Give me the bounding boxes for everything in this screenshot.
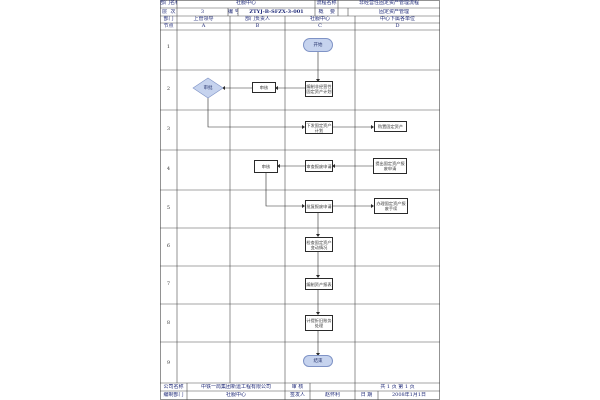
check-change-box: 检查固定资产变动情况: [305, 237, 333, 252]
lane-dept-label: 部门: [163, 16, 174, 22]
edit-plan-box: 编制非经营性固定资产计划: [305, 81, 333, 97]
editor-dept-value: 社服中心: [225, 392, 246, 398]
col-a: A: [201, 23, 206, 29]
version-label: 层: [161, 9, 167, 15]
page-total: 1: [386, 384, 391, 390]
review-b4-box: 审核: [254, 160, 278, 173]
page-current: 1: [404, 384, 409, 390]
approver-value: 赵怀利: [324, 392, 340, 398]
code-label: 编 号: [228, 9, 238, 15]
grid-lines: [160, 0, 440, 400]
page-text-a: 共: [380, 384, 386, 390]
row-number: 7: [166, 281, 171, 287]
plan-finance-box: 计提折旧账务处理: [305, 315, 333, 331]
issue-plan-box: 下发固定资产计划: [305, 121, 333, 134]
review-b2-box: 审核: [252, 82, 276, 93]
row-number: 8: [166, 320, 171, 326]
row-number: 4: [166, 166, 171, 172]
lane-a-dept: 上管领导: [193, 16, 214, 22]
reviewer-label: 审 核: [291, 384, 304, 390]
overview-label: 概: [318, 9, 324, 15]
code-value: ZTYJ-B-SFZX-3-001: [249, 9, 304, 15]
overview-sep: 要: [329, 9, 335, 15]
dept-value: 社服中心: [235, 0, 256, 6]
submit-apply-box: 提出固定资产报废申请: [373, 158, 407, 174]
date-label: 日 期: [360, 392, 373, 398]
row-number: 2: [166, 86, 171, 92]
row-number: 5: [166, 205, 171, 211]
review-apply-box: 审查报废申请: [305, 160, 333, 172]
row-number: 9: [166, 360, 171, 366]
dept-label: 部门名称: [160, 0, 177, 6]
version-sep: 次: [170, 9, 176, 15]
overview-value: 固定资产管理: [378, 9, 409, 15]
process-label: 流程名称: [316, 0, 337, 6]
approve-apply-box: 批复报废申请: [305, 200, 333, 213]
version-value: 3: [200, 9, 205, 15]
editor-dept-label: 编制部门: [163, 392, 184, 398]
col-d: D: [395, 23, 400, 29]
approver-label: 签发人: [289, 392, 305, 398]
end-terminal: 结束: [303, 355, 333, 367]
lane-d-dept: 中心下属各单位: [379, 16, 415, 22]
col-c: C: [318, 23, 322, 29]
approve-decision-shape: [192, 77, 224, 99]
date-value: 2008年1月1日: [391, 392, 427, 398]
page-indicator: 共 1 页 第 1 页: [355, 384, 440, 391]
process-value: 非经营性固定资产管理流程: [358, 0, 419, 6]
lane-b-dept: 部门负责人: [244, 16, 270, 22]
handle-scrap-box: 办理固定资产报废手续: [374, 198, 408, 214]
flowchart-sheet: 部门名称 社服中心 流程名称 非经营性固定资产管理流程 层 次 3 编 号 ZT…: [160, 0, 440, 400]
col-b: B: [255, 23, 260, 29]
page-text-c: 页: [409, 384, 415, 390]
row-number: 6: [166, 243, 171, 249]
company-label: 公司名称: [163, 384, 184, 390]
company-value: 中铁一局集团新运工程有限公司: [200, 384, 271, 390]
page-text-b: 页 第: [391, 384, 404, 390]
row-number: 1: [166, 44, 171, 50]
make-report-box: 编制资产报表: [305, 278, 333, 290]
node-label: 节点: [163, 23, 174, 29]
lane-c-dept: 社服中心: [309, 16, 330, 22]
row-number: 3: [166, 126, 171, 132]
purchase-box: 购置固定资产: [374, 121, 407, 132]
start-terminal: 开始: [303, 38, 333, 52]
approve-decision-label: 审批: [203, 86, 213, 91]
